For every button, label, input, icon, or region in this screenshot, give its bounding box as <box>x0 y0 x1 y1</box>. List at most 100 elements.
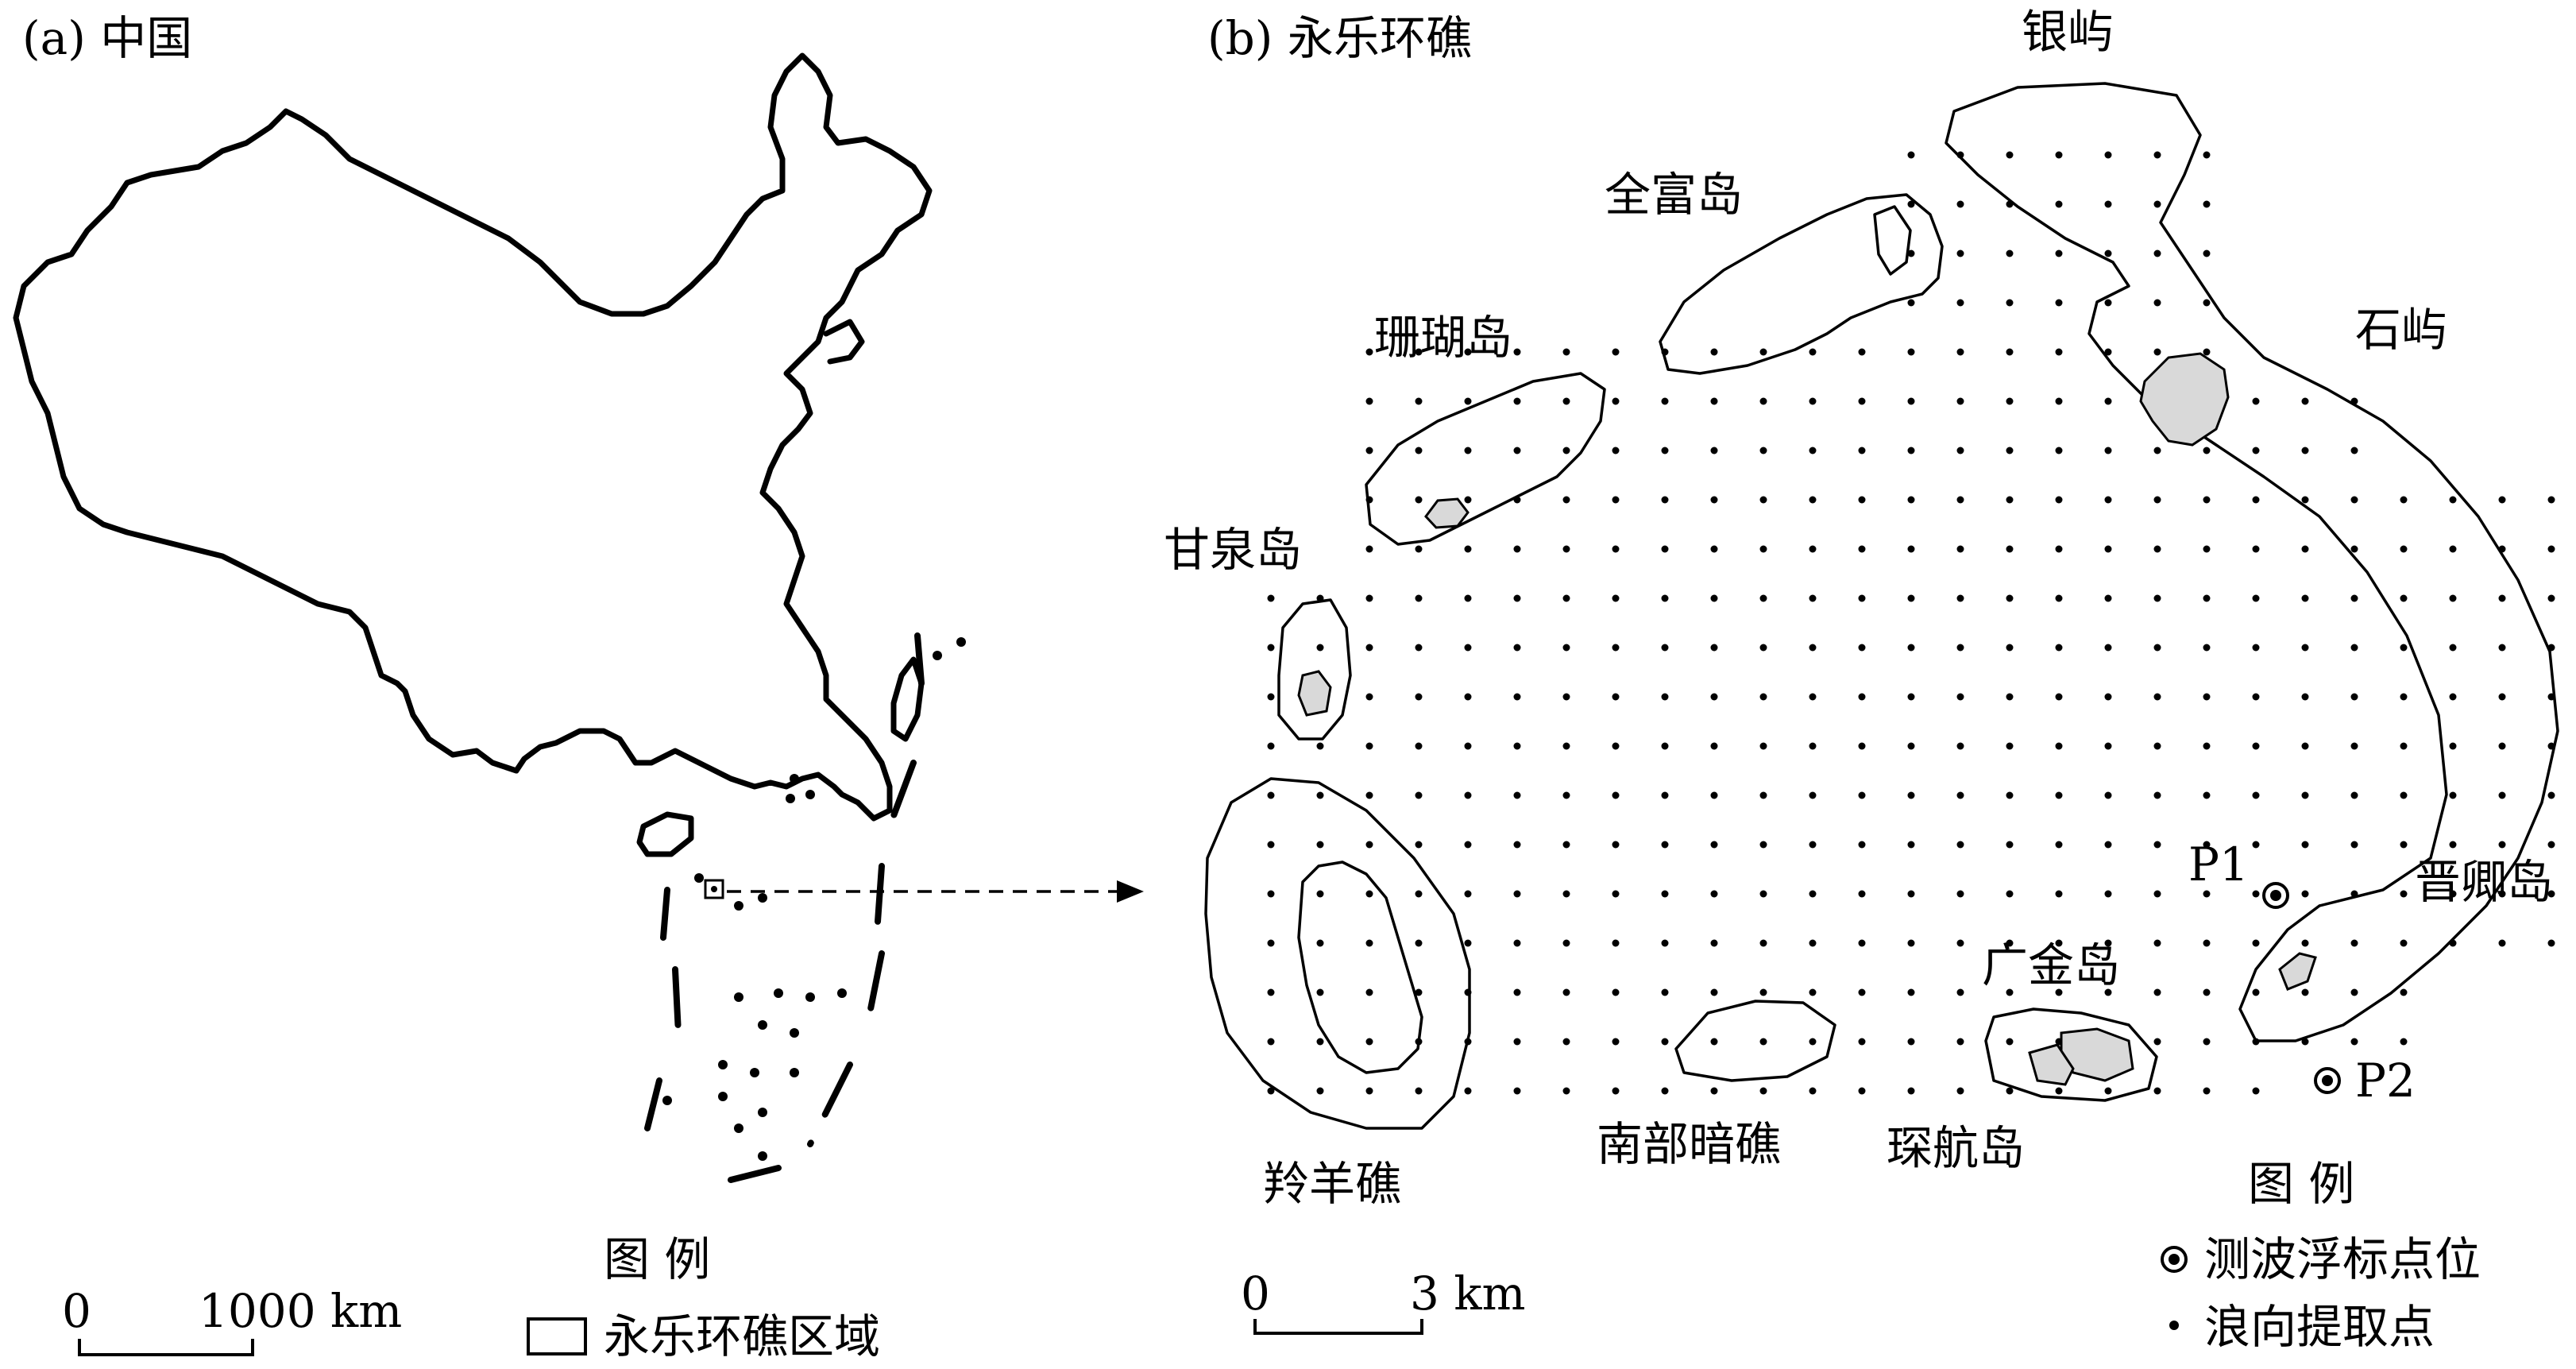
extract-point <box>1415 1087 1423 1095</box>
extract-point <box>2153 742 2161 750</box>
extract-point <box>1415 841 1423 849</box>
extract-point <box>1710 791 1718 799</box>
extract-point <box>1267 939 1275 947</box>
extract-point <box>2104 693 2112 701</box>
extract-point <box>2301 545 2309 553</box>
extract-point <box>2153 988 2161 996</box>
extract-point <box>1858 988 1866 996</box>
extract-point <box>1415 644 1423 652</box>
extract-point <box>1415 988 1423 996</box>
extract-point <box>1858 644 1866 652</box>
extract-point <box>2498 496 2506 504</box>
extract-point <box>1858 890 1866 898</box>
extract-point <box>1513 594 1521 602</box>
extract-point <box>2153 545 2161 553</box>
label-p2: P2 <box>2355 1054 2416 1108</box>
extract-point <box>1316 939 1324 947</box>
label-ganquan: 甘泉岛 <box>1164 523 1302 577</box>
extract-point <box>2400 939 2408 947</box>
extract-point <box>2203 299 2211 307</box>
extract-point <box>2006 249 2014 257</box>
extract-point <box>1858 496 1866 504</box>
extract-point <box>2055 397 2063 405</box>
extract-point <box>1513 841 1521 849</box>
extract-point <box>1415 496 1423 504</box>
extract-point <box>2203 988 2211 996</box>
extract-point <box>1710 890 1718 898</box>
extract-point <box>1562 594 1570 602</box>
extract-point <box>1956 791 1964 799</box>
extract-point <box>2547 496 2555 504</box>
extract-point <box>1858 791 1866 799</box>
extract-point <box>1809 890 1817 898</box>
extract-point <box>1513 1087 1521 1095</box>
extract-point <box>1562 397 1570 405</box>
extract-point <box>1415 939 1423 947</box>
extract-point <box>2055 841 2063 849</box>
extract-point <box>1267 988 1275 996</box>
extract-point <box>1464 496 1472 504</box>
extract-point <box>2006 693 2014 701</box>
extract-point <box>1759 447 1767 454</box>
extract-point <box>2104 348 2112 356</box>
extract-point <box>2104 841 2112 849</box>
extract-point <box>2006 1087 2014 1095</box>
extract-point <box>2350 742 2358 750</box>
extract-point <box>1612 1087 1620 1095</box>
extract-point <box>2252 742 2260 750</box>
extract-point <box>2203 644 2211 652</box>
extract-point <box>1907 939 1915 947</box>
extract-point <box>2252 644 2260 652</box>
yongle-region-marker[interactable] <box>704 879 724 899</box>
extract-point <box>1956 841 1964 849</box>
extract-point <box>1858 939 1866 947</box>
extract-point <box>1661 496 1669 504</box>
extract-point <box>2252 447 2260 454</box>
extract-point <box>1809 545 1817 553</box>
extract-point <box>1907 988 1915 996</box>
extract-point <box>2104 988 2112 996</box>
extract-point <box>1562 447 1570 454</box>
extract-point <box>1267 841 1275 849</box>
land-shanhu <box>1424 497 1470 529</box>
extract-point <box>2006 496 2014 504</box>
extract-point <box>2301 594 2309 602</box>
extract-point <box>1809 447 1817 454</box>
extract-point <box>1365 1038 1373 1046</box>
extract-point <box>2006 841 2014 849</box>
extract-point <box>1759 397 1767 405</box>
extract-point <box>1464 791 1472 799</box>
wave-extract-grid <box>1267 151 2555 1095</box>
extract-point <box>1513 890 1521 898</box>
extract-point <box>1956 644 1964 652</box>
extract-point <box>2104 496 2112 504</box>
extract-point <box>2400 988 2408 996</box>
extract-point <box>1809 348 1817 356</box>
land-chenhang <box>2028 1043 2075 1086</box>
extract-point <box>2104 200 2112 208</box>
extract-point <box>2203 693 2211 701</box>
extract-point <box>1661 693 1669 701</box>
extract-point <box>1956 1038 1964 1046</box>
extract-point <box>1464 545 1472 553</box>
extract-point <box>2006 151 2014 159</box>
legend-region-swatch <box>527 1317 587 1355</box>
extract-point <box>1267 791 1275 799</box>
extract-point <box>2449 693 2457 701</box>
label-guangjin: 广金岛 <box>1982 938 2120 992</box>
extract-point <box>1365 594 1373 602</box>
extract-point <box>2203 742 2211 750</box>
extract-point <box>2153 200 2161 208</box>
extract-point <box>1365 447 1373 454</box>
extract-point <box>1365 1087 1373 1095</box>
extract-point <box>2449 594 2457 602</box>
extract-point <box>1267 644 1275 652</box>
extract-point <box>2301 397 2309 405</box>
extract-point <box>2104 1087 2112 1095</box>
extract-point <box>2203 791 2211 799</box>
extract-point <box>2104 249 2112 257</box>
panel-a-title: (a) 中国 <box>22 11 192 65</box>
extract-point <box>1661 644 1669 652</box>
legend-buoy-label: 测波浮标点位 <box>2204 1232 2481 1286</box>
extract-point <box>2153 447 2161 454</box>
